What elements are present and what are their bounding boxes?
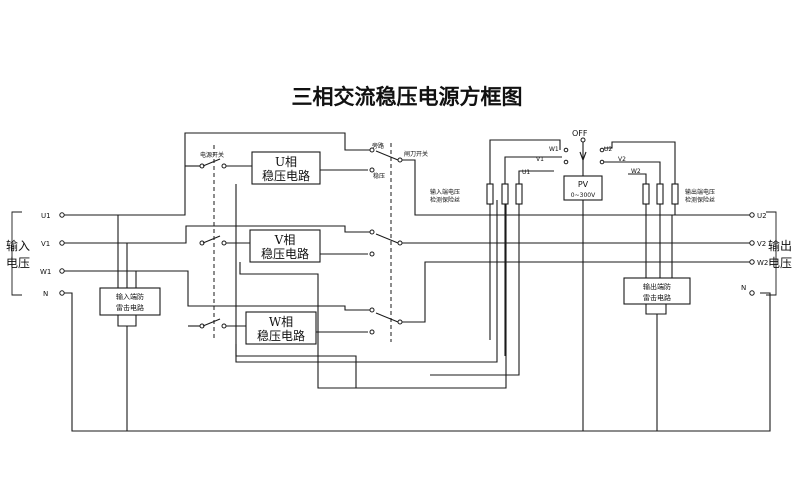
output-surge-line1: 输出端防 [643,282,671,291]
wire-w-out [402,261,750,323]
output-fuse-label1: 输出端电压 [685,188,715,196]
tap-u2-label: U2 [604,146,612,153]
tap-v1-label: V1 [536,156,544,163]
terminal-n-in [59,290,65,296]
terminal-n-out [749,290,755,296]
input-surge-line2: 雷击电路 [116,303,144,312]
terminal-w1 [59,268,65,274]
input-surge-box [99,287,161,316]
knife-u-blade [375,150,399,161]
input-fuse-1 [486,183,494,205]
port-u1-label: U1 [41,212,51,220]
input-surge-line1: 输入端防 [116,292,144,301]
wire-u1 [64,132,370,216]
knife-v-blade [375,233,399,244]
output-fuse-label2: 检测保险丝 [685,196,715,204]
tap-w1-label: W1 [549,146,559,153]
sw-power-v-blade [202,235,221,244]
wire-v1 [64,225,372,244]
u-block-line2: 稳压电路 [262,168,310,183]
output-fuse-3 [671,183,679,205]
tap-w2-label: W2 [631,168,641,175]
port-v2-label: V2 [757,240,766,248]
input-fuse-3 [515,183,523,205]
tap-out-u2 [604,141,676,184]
u-phase-block [251,151,321,185]
tap-u1-label: U1 [522,169,530,176]
terminal-u1 [59,212,65,218]
pv-range: 0~300V [571,192,596,199]
tap-in-w1 [489,139,561,184]
terminal-v2 [749,240,755,246]
output-fuse-2 [656,183,664,205]
port-u2-label: U2 [757,212,767,220]
input-fuse-label1: 输入端电压 [430,188,460,196]
regulate-label: 稳压 [373,172,385,180]
port-n-in-label: N [43,290,48,298]
v-block-line1: V相 [274,233,296,247]
selector-off-contact [580,137,586,143]
knife-w-blade [375,312,399,323]
terminal-u2 [749,212,755,218]
output-surge-box [623,277,691,305]
pv-label: PV [578,180,589,189]
port-w1-label: W1 [40,268,51,276]
power-switch-label: 电源开关 [200,151,224,159]
w-phase-block [245,311,317,345]
input-label-line1: 输入 [6,238,30,253]
tap-out-w2 [628,173,647,184]
input-fuse-label2: 检测保险丝 [430,196,460,204]
pv-meter [563,175,603,201]
tap-in-u1 [518,170,554,184]
w-block-line2: 稳压电路 [257,328,305,343]
v-phase-block [249,229,321,263]
port-n-out-label: N [741,284,746,292]
tap-out-v2 [604,161,661,184]
bypass-label: 旁路 [372,142,384,150]
output-bracket [766,211,777,296]
v-block-line2: 稳压电路 [261,246,309,261]
output-fuse-1 [642,183,650,205]
tap-in-v1 [504,156,562,184]
u-return [235,184,498,363]
input-bracket [11,211,22,296]
surge-in-bottom [117,315,137,327]
off-label: OFF [572,129,588,138]
w-return [235,344,357,388]
terminal-v1 [59,240,65,246]
port-v1-label: V1 [41,240,50,248]
knife-switch-label: 闸刀开关 [404,150,428,158]
input-fuse-2 [501,183,509,205]
sw-power-w-blade [202,318,221,327]
wire-neutral [64,292,771,432]
w-block-line1: W相 [269,315,293,329]
output-label-line2: 电压 [768,256,792,270]
port-w2-label: W2 [757,259,768,267]
diagram-title: 三相交流稳压电源方框图 [292,84,523,109]
sw-power-u-blade [202,158,221,167]
output-label-line1: 输出 [768,238,792,253]
tap-v2-label: V2 [618,156,626,163]
u-block-line1: U相 [275,155,297,169]
terminal-w2 [749,259,755,265]
wire-w1 [64,270,372,311]
v-return [239,200,507,389]
output-surge-line2: 雷击电路 [643,293,671,302]
input-label-line2: 电压 [6,256,30,270]
